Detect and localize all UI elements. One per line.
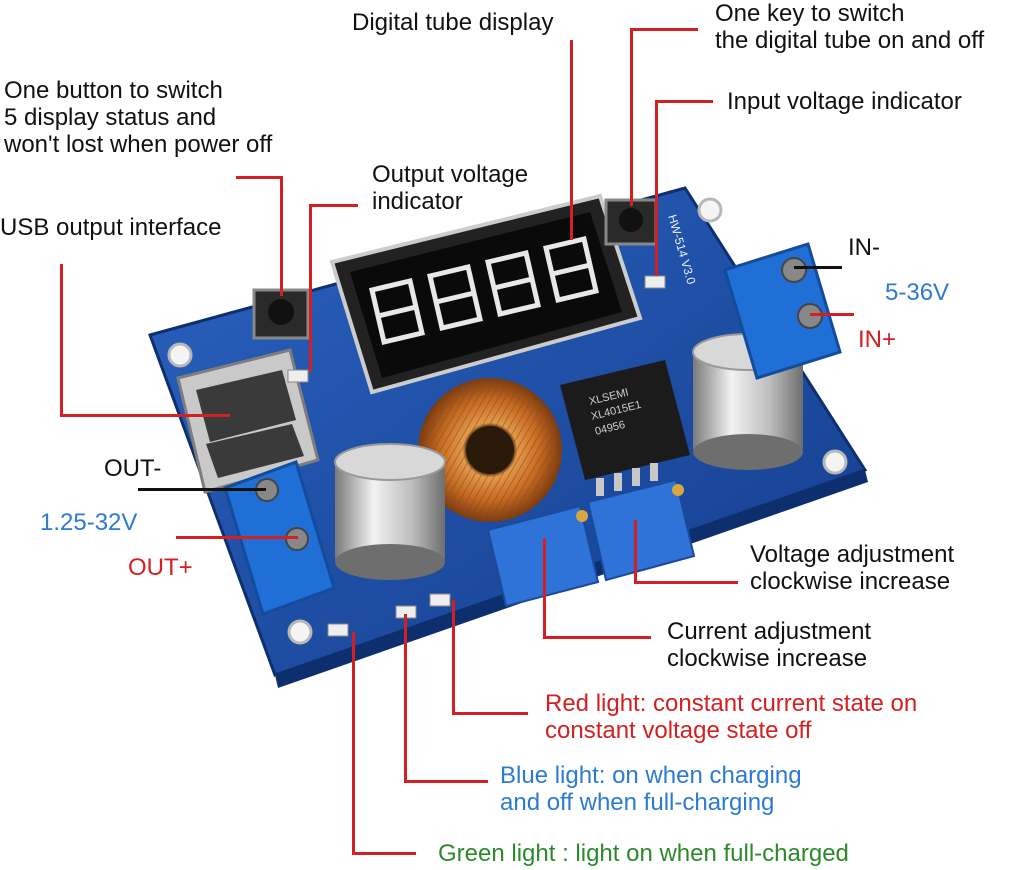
leader-current-adj-h <box>543 636 651 639</box>
leader-red-light-v <box>452 600 455 714</box>
label-red-light-line2: constant voltage state off <box>545 717 812 744</box>
leader-in-minus <box>794 266 842 269</box>
label-input-voltage-indicator: Input voltage indicator <box>727 88 962 115</box>
label-usb-output-interface: USB output interface <box>0 214 222 241</box>
label-current-adj-line2: clockwise increase <box>667 645 868 672</box>
leader-one-key-h <box>632 28 698 31</box>
usb-port <box>176 348 320 494</box>
leader-digital-tube <box>570 40 573 240</box>
leader-in-plus <box>810 313 854 316</box>
leader-red-light-h <box>452 712 528 715</box>
digital-tube-display <box>329 193 643 395</box>
label-out-range: 1.25-32V <box>40 509 138 536</box>
leader-one-button-h <box>236 176 282 179</box>
leader-one-button-v <box>280 176 283 296</box>
leader-one-key-v <box>630 28 633 206</box>
leader-green-light-h <box>352 852 416 855</box>
label-one-key-line2: the digital tube on and off <box>715 27 985 54</box>
leader-output-voltage-v <box>309 204 312 372</box>
inductor-coil <box>418 378 562 522</box>
label-blue-light-line2: and off when full-charging <box>500 789 775 816</box>
label-in-minus: IN- <box>848 234 880 261</box>
label-one-key-line1: One key to switch <box>715 0 905 27</box>
leader-usb-h <box>60 414 230 417</box>
label-green-light: Green light : light on when full-charged <box>438 840 849 867</box>
label-digital-tube-display: Digital tube display <box>352 9 554 36</box>
output-capacitor <box>334 443 446 580</box>
leader-blue-light-v <box>404 614 407 782</box>
leader-out-minus <box>138 488 266 491</box>
mode-button <box>252 288 310 340</box>
input-terminal-block <box>723 242 842 380</box>
label-one-button-line1: One button to switch <box>4 77 223 104</box>
leader-green-light-v <box>352 632 355 854</box>
voltage-potentiometer <box>586 478 696 582</box>
label-one-button-line3: won't lost when power off <box>4 131 273 158</box>
label-output-voltage-line1: Output voltage <box>372 161 529 188</box>
regulator-chip: XLSEMI XL4015E1 04956 <box>560 360 690 496</box>
leader-input-voltage-h <box>657 100 713 103</box>
label-voltage-adj-line2: clockwise increase <box>750 568 951 595</box>
leader-current-adj-v <box>543 538 546 638</box>
label-out-minus: OUT- <box>104 455 162 482</box>
status-leds <box>287 275 666 637</box>
label-blue-light-line1: Blue light: on when charging <box>500 762 802 789</box>
label-one-button-line2: 5 display status and <box>4 104 217 131</box>
label-in-range: 5-36V <box>885 279 950 306</box>
label-in-plus: IN+ <box>858 326 897 353</box>
leader-usb-v <box>60 264 63 416</box>
leader-voltage-adj-v <box>634 520 637 584</box>
leader-input-voltage-v <box>655 100 658 276</box>
label-current-adj-line1: Current adjustment <box>667 618 872 645</box>
label-voltage-adj-line1: Voltage adjustment <box>750 541 955 568</box>
leader-blue-light-h <box>404 780 488 783</box>
label-out-plus: OUT+ <box>128 554 193 581</box>
label-red-light-line1: Red light: constant current state on <box>545 690 918 717</box>
leader-voltage-adj-h <box>634 581 738 584</box>
leader-output-voltage-h <box>310 204 358 207</box>
display-toggle-button <box>604 198 658 246</box>
leader-out-plus <box>176 536 298 539</box>
label-output-voltage-line2: indicator <box>372 188 463 215</box>
